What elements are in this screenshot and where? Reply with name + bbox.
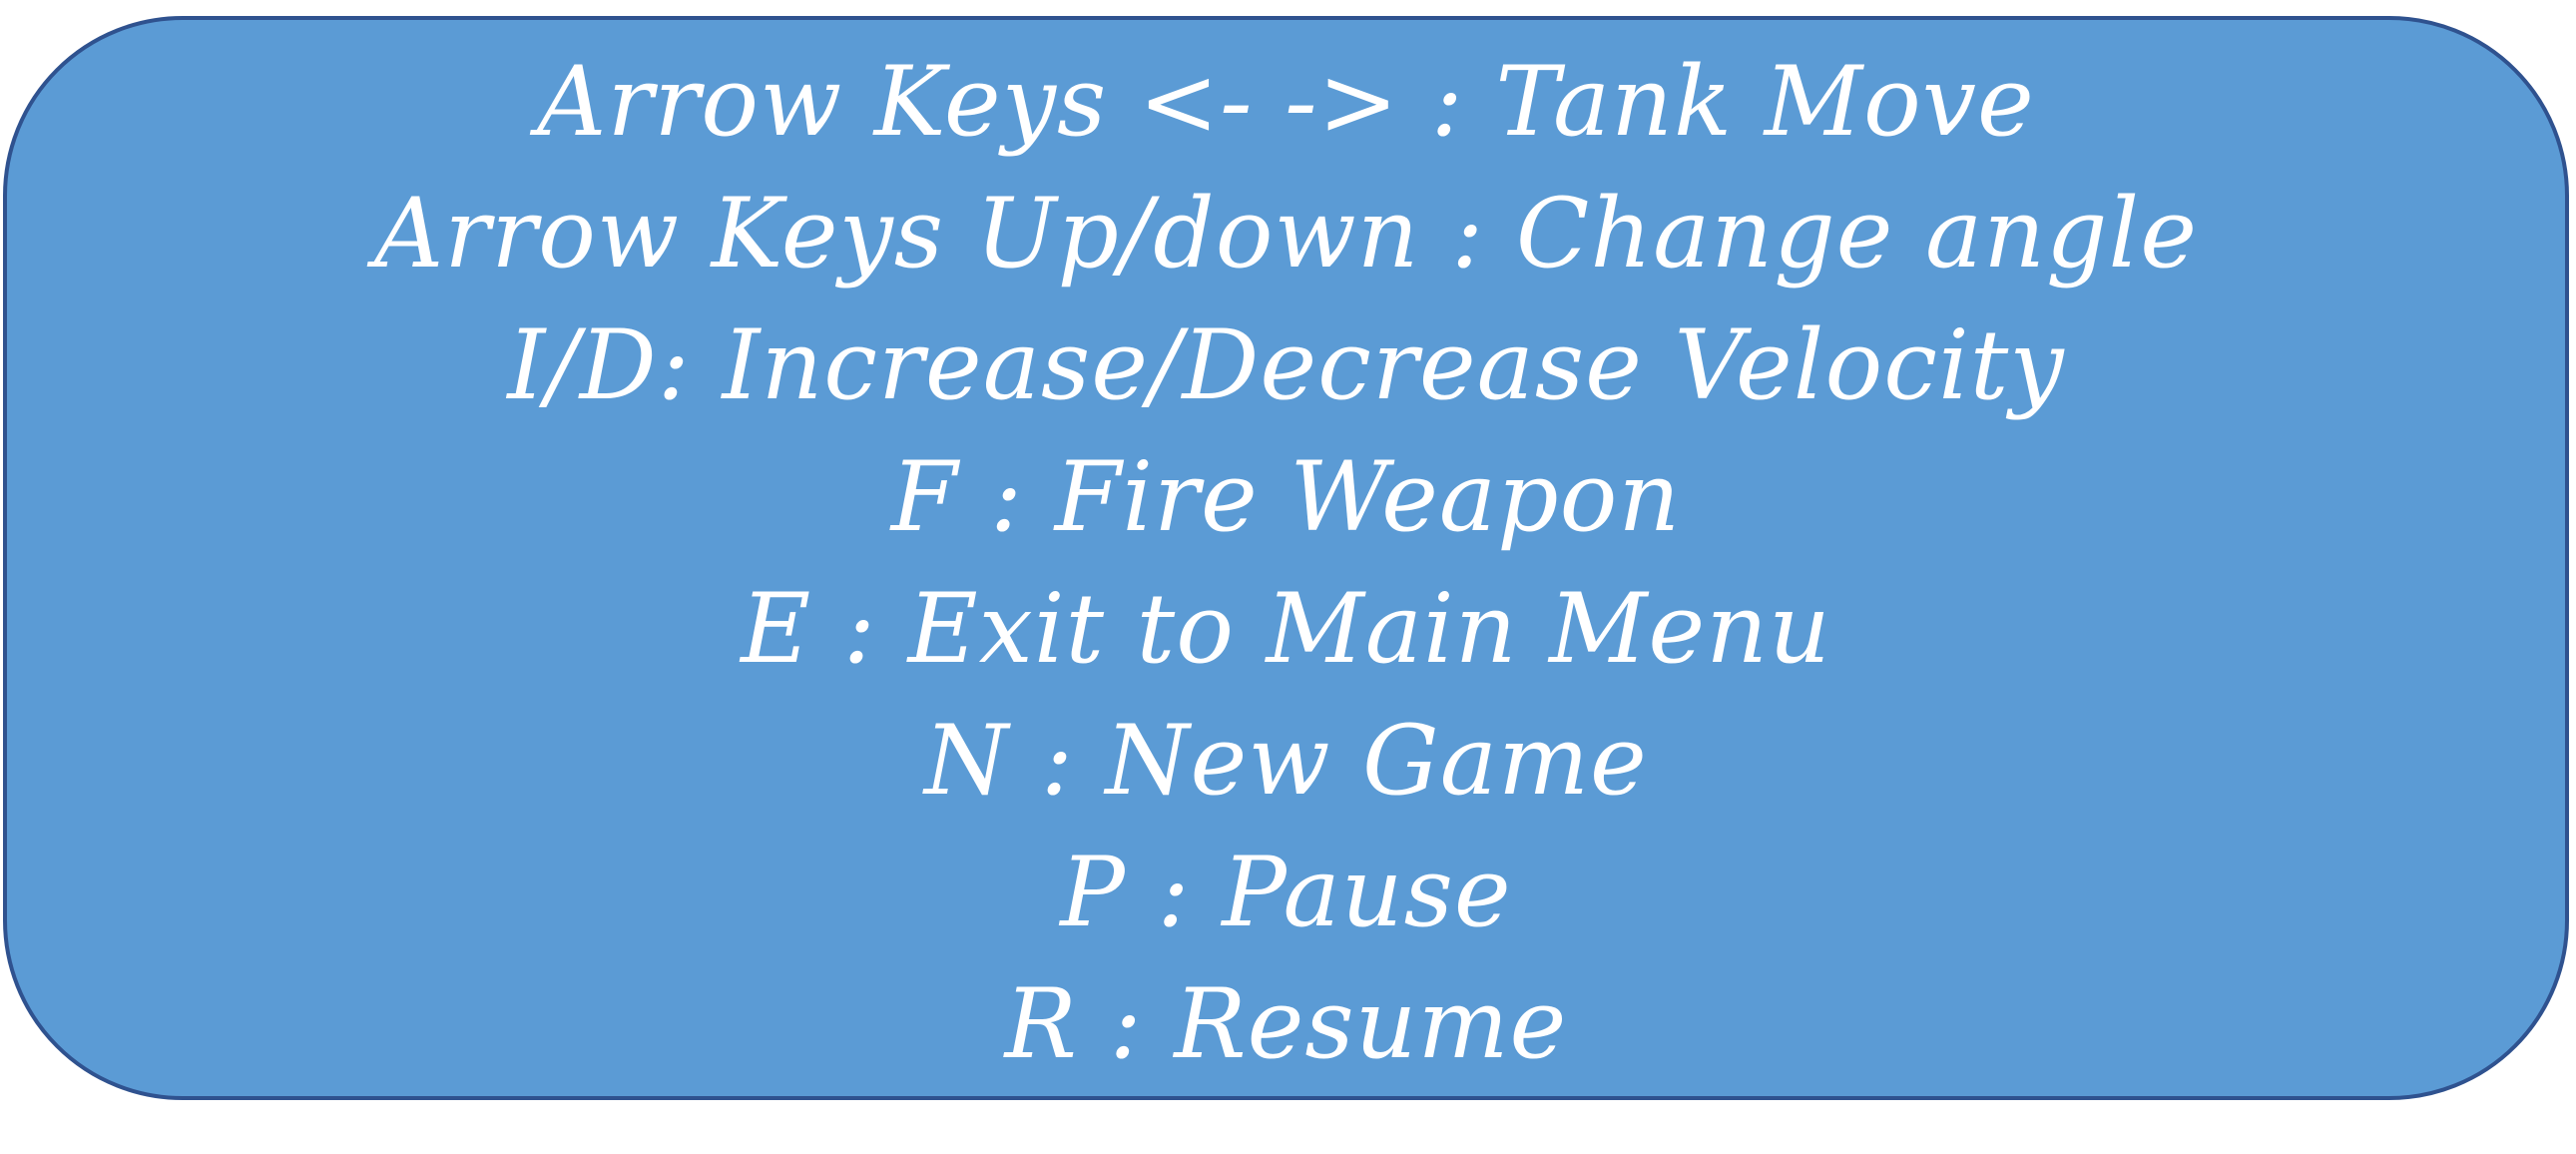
control-new-game: N : New Game [924, 705, 1648, 817]
control-change-angle: Arrow Keys Up/down : Change angle [373, 178, 2199, 289]
controls-help-panel: Arrow Keys <- -> : Tank Move Arrow Keys … [3, 16, 2569, 1100]
control-resume: R : Resume [1004, 968, 1568, 1080]
control-velocity: I/D: Increase/Decrease Velocity [507, 309, 2065, 421]
control-pause: P : Pause [1060, 837, 1512, 948]
control-fire-weapon: F : Fire Weapon [890, 441, 1682, 553]
control-exit-main-menu: E : Exit to Main Menu [741, 573, 1831, 685]
control-tank-move: Arrow Keys <- -> : Tank Move [537, 46, 2035, 158]
